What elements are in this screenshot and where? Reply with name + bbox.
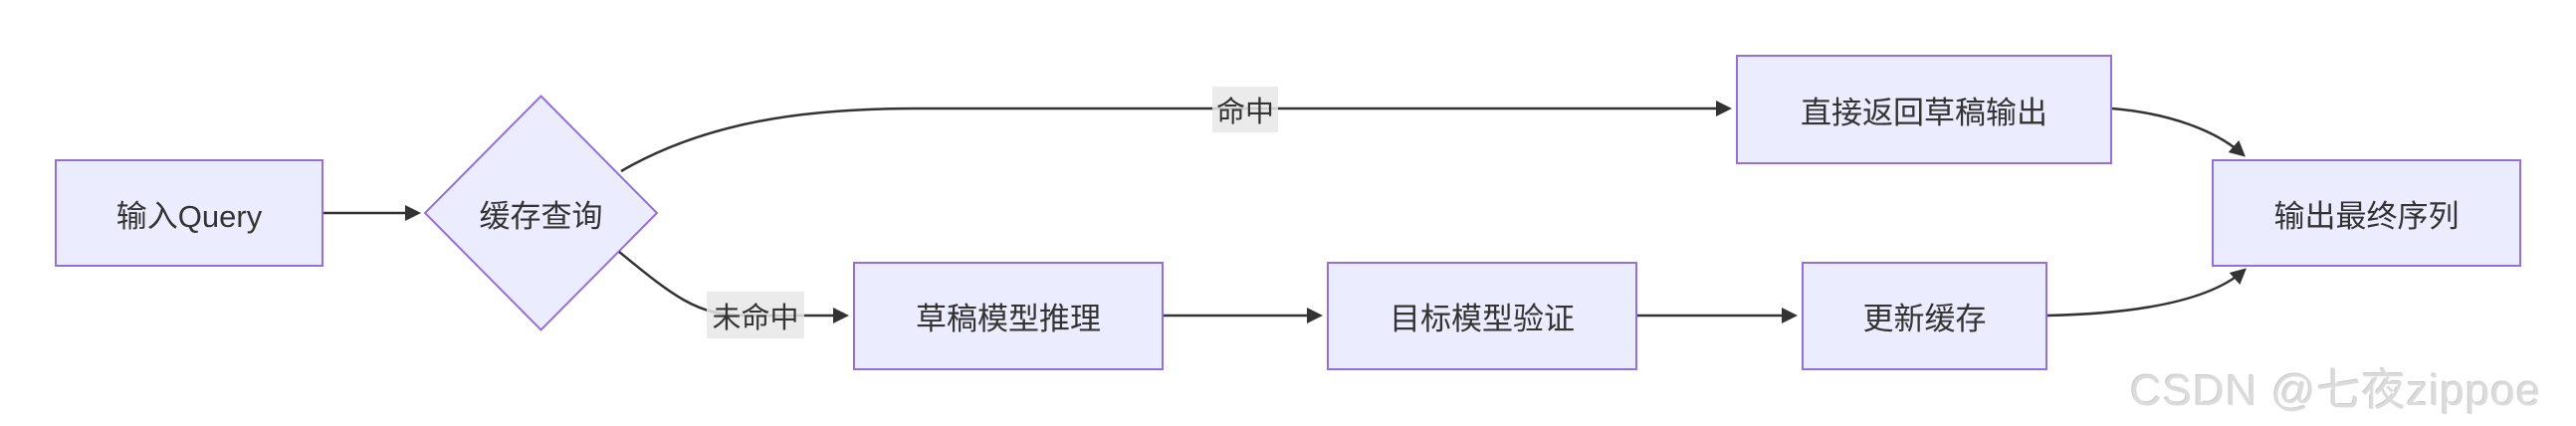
node-draft-model-inference: 草稿模型推理 (853, 262, 1164, 370)
node-final-output: 输出最终序列 (2212, 159, 2521, 267)
edge-label-hit: 命中 (1212, 87, 1278, 132)
node-return-draft-output: 直接返回草稿输出 (1736, 55, 2112, 164)
edge-cache-to-return-draft (620, 101, 1732, 173)
node-cache-query-label: 缓存查询 (479, 198, 603, 234)
node-input-query: 输入Query (55, 159, 323, 267)
edge-return-draft-to-final (2111, 106, 2246, 157)
csdn-watermark: CSDN @七夜zippoe (2130, 366, 2542, 415)
node-target-model-verify: 目标模型验证 (1327, 262, 1637, 370)
node-update-cache: 更新缓存 (1802, 262, 2047, 370)
edge-label-miss: 未命中 (707, 292, 804, 338)
edge-update-to-final (2046, 268, 2248, 318)
cache-query-diamond-shape (423, 95, 659, 331)
